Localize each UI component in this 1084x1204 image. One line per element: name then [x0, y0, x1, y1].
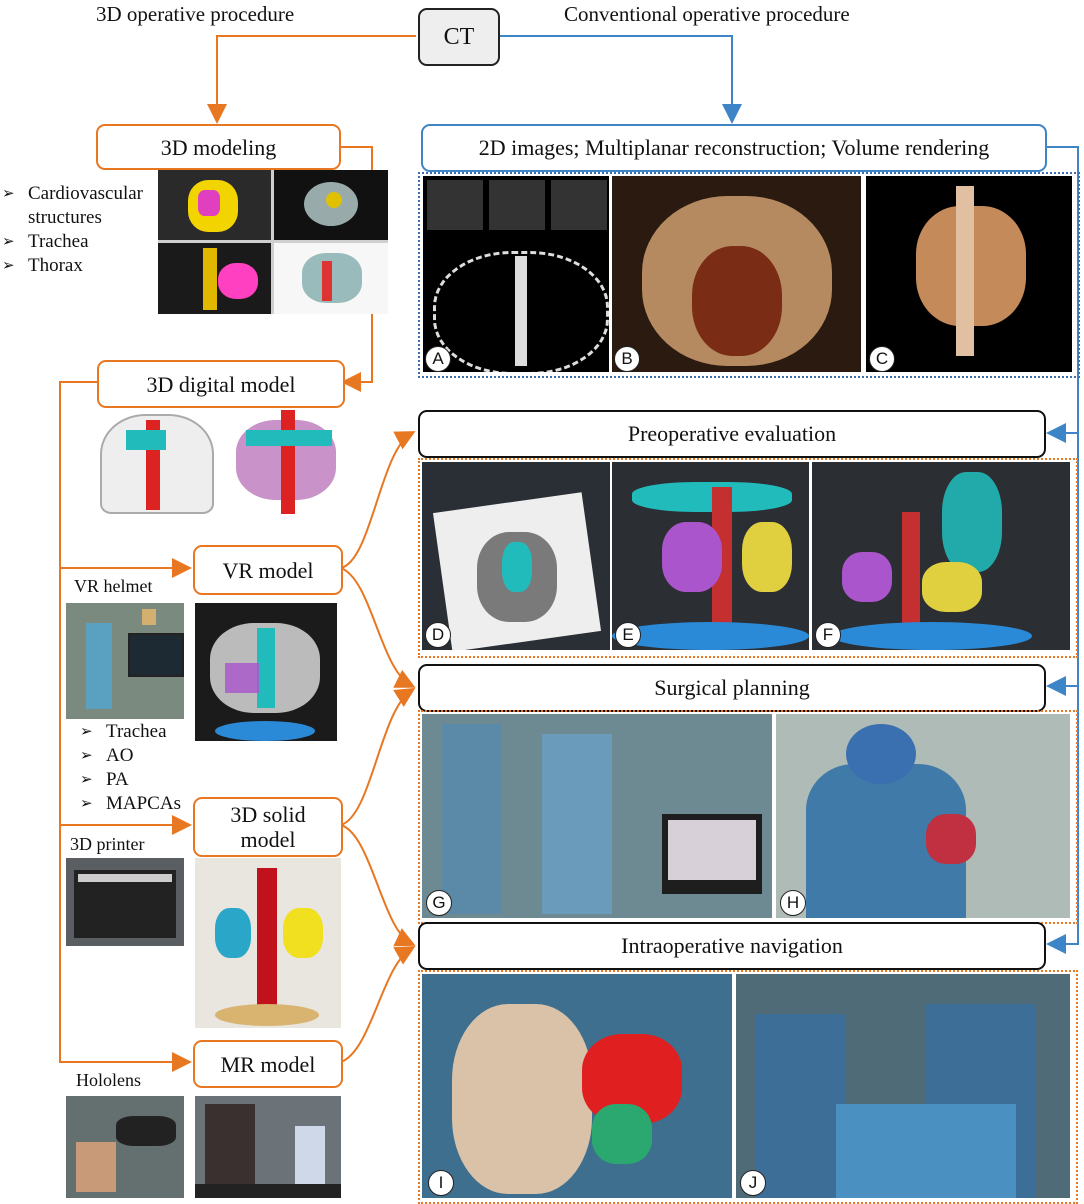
modeling-item-1: Cardiovascular structures [2, 182, 158, 230]
mr-model-box: MR model [193, 1040, 343, 1088]
solid-model-line-2: model [240, 827, 296, 852]
vr-model-box: VR model [193, 545, 343, 595]
digital-model-box: 3D digital model [97, 360, 345, 408]
modeling-box: 3D modeling [96, 124, 341, 170]
structures-list: Trachea AO PA MAPCAs [80, 720, 200, 816]
panel-label-c: C [869, 346, 895, 372]
panel-c-image [866, 176, 1072, 372]
panel-g-image [422, 714, 772, 918]
panel-label-d: D [425, 622, 451, 648]
vr-helmet-caption: VR helmet [74, 576, 153, 596]
conventional-panels-frame [418, 172, 1080, 378]
vr-model-render [195, 603, 337, 741]
panel-h-image [776, 714, 1070, 918]
panel-label-h: H [780, 890, 806, 916]
preop-box: Preoperative evaluation [418, 410, 1046, 458]
panel-label-e: E [615, 622, 641, 648]
panel-label-f: F [815, 622, 841, 648]
planning-box: Surgical planning [418, 664, 1046, 712]
panel-d-image [422, 462, 610, 650]
right-procedure-title: Conventional operative procedure [564, 2, 850, 26]
solid-model-box: 3D solid model [193, 797, 343, 857]
panel-label-i: I [428, 1170, 454, 1196]
modeling-item-3: Thorax [2, 254, 158, 278]
panel-i-image [422, 974, 732, 1198]
structure-item-2: AO [80, 744, 200, 768]
printer-caption: 3D printer [70, 834, 145, 854]
hololens-photo [66, 1096, 184, 1198]
panel-b-image [612, 176, 861, 372]
panel-label-a: A [425, 346, 451, 372]
structure-item-1: Trachea [80, 720, 200, 744]
conventional-box: 2D images; Multiplanar reconstruction; V… [421, 124, 1047, 172]
panel-label-j: J [740, 1170, 766, 1196]
panel-a-image [423, 176, 609, 372]
panel-f-image [812, 462, 1070, 650]
digital-model-render [96, 410, 348, 514]
panel-j-image [736, 974, 1070, 1198]
hololens-caption: Hololens [76, 1070, 141, 1090]
preop-panels-frame [418, 458, 1078, 658]
modeling-item-2: Trachea [2, 230, 158, 254]
panel-label-g: G [426, 890, 452, 916]
vr-helmet-photo [66, 603, 184, 719]
printer-photo [66, 858, 184, 946]
panel-e-image [612, 462, 809, 650]
structure-item-4: MAPCAs [80, 792, 200, 816]
navigation-box: Intraoperative navigation [418, 922, 1046, 970]
solid-model-line-1: 3D solid [230, 802, 306, 827]
left-procedure-title: 3D operative procedure [96, 2, 295, 26]
structure-item-3: PA [80, 768, 200, 792]
solid-model-photo [195, 858, 341, 1028]
segmentation-screenshot [158, 170, 388, 314]
modeling-list: Cardiovascular structures Trachea Thorax [2, 182, 158, 278]
ct-box: CT [418, 8, 500, 66]
mr-view-photo [195, 1096, 341, 1198]
panel-label-b: B [614, 346, 640, 372]
